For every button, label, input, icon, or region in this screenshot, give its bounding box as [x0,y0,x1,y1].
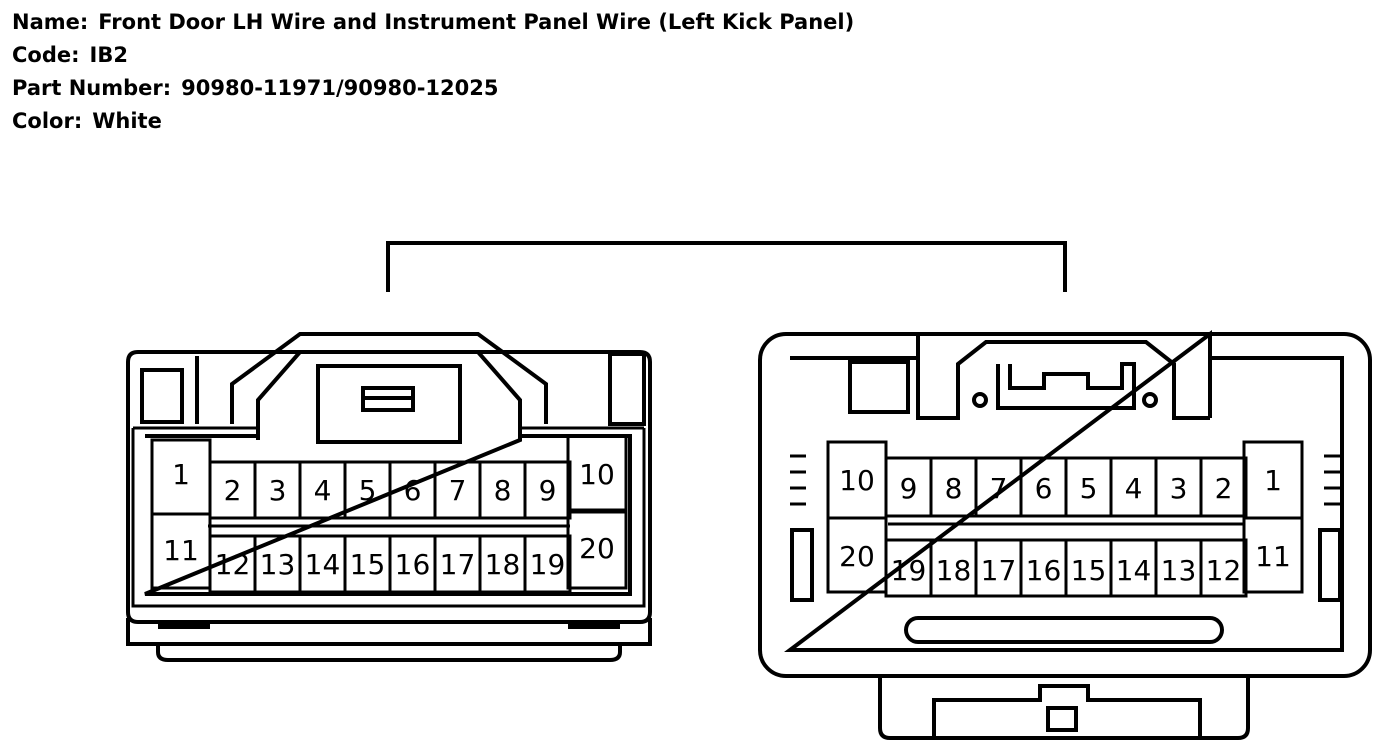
connector-info: Name: Front Door LH Wire and Instrument P… [12,6,854,138]
right-pin-12-cavity [1199,538,1248,598]
right-pin-11-cavity [1242,516,1304,594]
pairing-bracket [386,241,1067,292]
left-connector-base [126,618,652,646]
part-value: 90980-11971/90980-12025 [181,76,499,100]
right-foot-lock [932,684,1202,738]
code-label: Code: [12,43,80,67]
right-pin-1-label: 1 [1264,464,1282,497]
left-pin-19-cavity [523,534,572,594]
left-cavity-outline [131,426,646,608]
right-pin-15-label: 15 [1071,554,1107,587]
left-pin-10-label: 10 [579,458,615,491]
right-pin-2-label: 2 [1215,472,1233,505]
left-latch-outer [230,332,548,424]
left-pin-17-label: 17 [440,548,476,581]
right-pin-17-label: 17 [981,554,1017,587]
left-pin-1-label: 1 [172,458,190,491]
left-pin-9-label: 9 [539,474,557,507]
left-pin-11-label: 11 [163,534,199,567]
right-pin-7-label: 7 [990,472,1008,505]
left-pin-16-label: 16 [395,548,431,581]
right-side-slot-left [790,528,814,602]
left-connector-body [126,350,652,624]
left-latch-window [316,364,462,444]
left-pin-7-label: 7 [449,474,467,507]
left-pin-14-label: 14 [305,548,341,581]
right-pin-6-label: 6 [1035,472,1053,505]
info-part-number: Part Number: 90980-11971/90980-12025 [12,72,854,105]
right-pin-12-label: 12 [1206,554,1242,587]
right-pin-5-label: 5 [1080,472,1098,505]
right-pin-9-label: 9 [900,472,918,505]
left-pin-13-label: 13 [260,548,296,581]
left-pin-9-cavity [523,460,572,520]
right-connector-shell [758,332,1372,678]
right-pin-16-label: 16 [1026,554,1062,587]
right-pin-4-label: 4 [1125,472,1143,505]
right-side-ribs-right [1324,454,1340,506]
left-pin-8-label: 8 [494,474,512,507]
right-pin-14-label: 14 [1116,554,1152,587]
left-connector-foot [156,644,622,662]
name-value: Front Door LH Wire and Instrument Panel … [98,10,855,34]
right-pin-11-label: 11 [1255,540,1291,573]
name-label: Name: [12,10,89,34]
right-side-slot-right [1318,528,1342,602]
info-color: Color: White [12,105,854,138]
left-pin-5-label: 5 [359,474,377,507]
left-pin-10-cavity [566,434,628,512]
right-pin-2-cavity [1199,456,1248,518]
left-pin-20-cavity [566,510,628,590]
right-foot-tab [1046,706,1078,732]
left-pin-4-label: 4 [314,474,332,507]
right-pin-3-label: 3 [1170,472,1188,505]
right-corner-slot [848,360,910,414]
right-pin-20-label: 20 [839,540,875,573]
right-pin-18-label: 18 [936,554,972,587]
right-latch [916,340,1212,420]
code-value: IB2 [89,43,128,67]
right-pin-13-label: 13 [1161,554,1197,587]
right-latch-notch [996,362,1136,410]
left-corner-slot-left [140,368,184,424]
right-pin-8-label: 8 [945,472,963,505]
part-label: Part Number: [12,76,172,100]
right-connector-foot [878,676,1250,740]
left-pin-15-label: 15 [350,548,386,581]
right-pin-10-label: 10 [839,464,875,497]
info-name: Name: Front Door LH Wire and Instrument P… [12,6,854,39]
right-side-ribs-left [790,454,806,506]
color-value: White [92,109,162,133]
left-pin-3-label: 3 [269,474,287,507]
right-latch-hole-left [972,392,988,408]
left-pin-2-label: 2 [224,474,242,507]
left-pin-19-label: 19 [530,548,566,581]
right-pin-19-label: 19 [891,554,927,587]
left-pin-18-label: 18 [485,548,521,581]
left-pin-12-label: 12 [215,548,251,581]
left-corner-slot-right [608,352,646,426]
right-base-slot [904,616,1224,644]
left-cavity-frame [144,434,632,596]
right-latch-hole-right [1142,392,1158,408]
left-latch-inner [256,350,522,440]
info-code: Code: IB2 [12,39,854,72]
left-pin-20-label: 20 [579,532,615,565]
color-label: Color: [12,109,83,133]
left-pin-6-label: 6 [404,474,422,507]
